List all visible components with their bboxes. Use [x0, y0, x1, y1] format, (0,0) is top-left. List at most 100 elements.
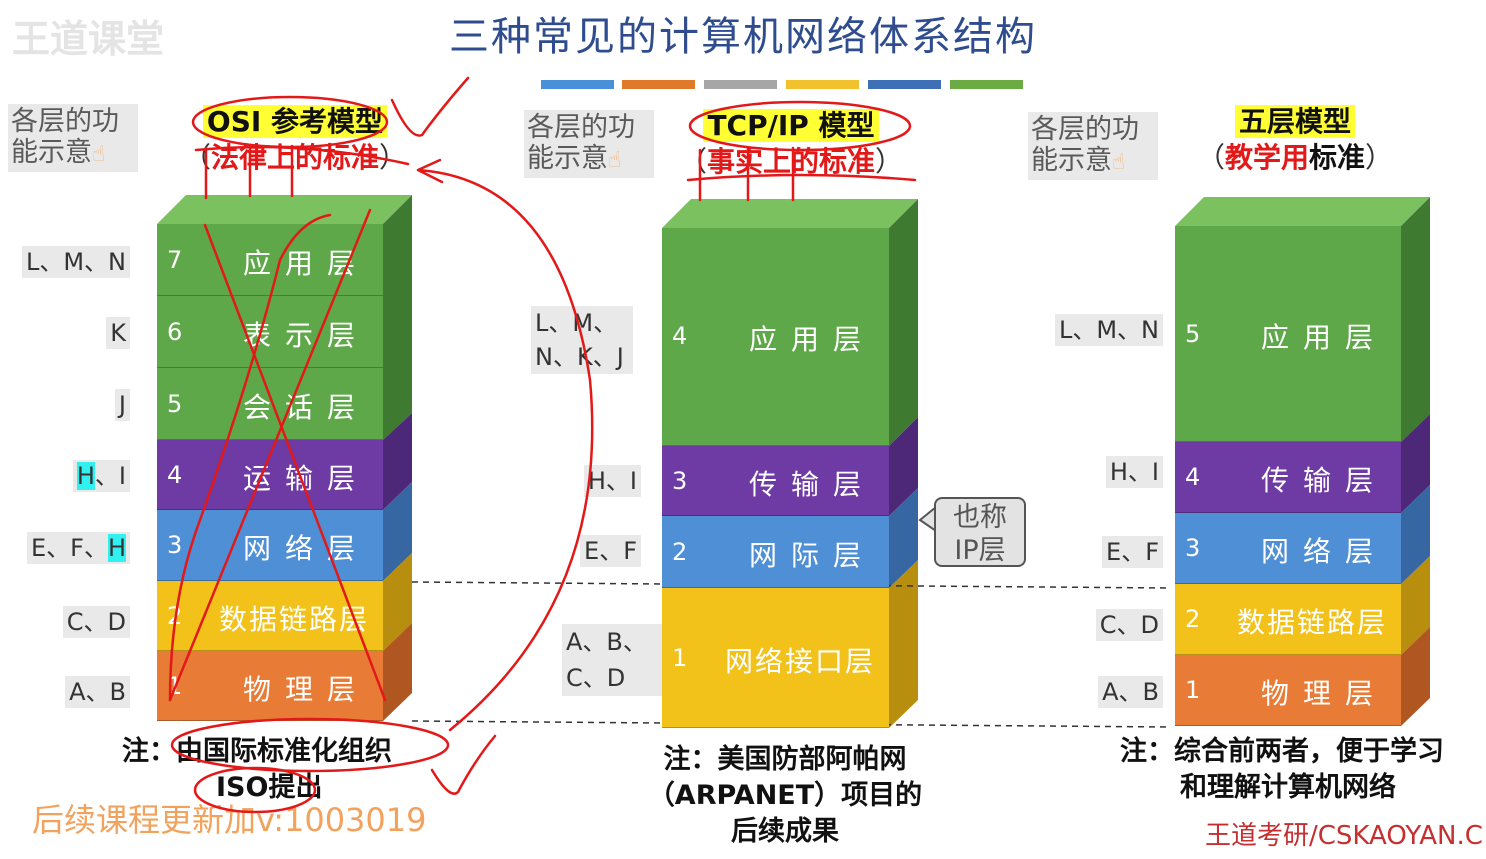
osi-layer: 5 会话层: [157, 368, 383, 440]
five-subtitle-red: 教学用: [1224, 141, 1309, 174]
layer-number: 7: [167, 246, 183, 274]
tcpip-tag: H、I: [583, 465, 641, 497]
note-line: 注：综合前两者，便于学习: [1120, 736, 1444, 767]
osi-tag: K: [106, 317, 130, 349]
osi-layer: 7 应用层: [157, 224, 383, 296]
tag-text: E、F、: [30, 534, 108, 562]
layer-name: 表示层: [242, 319, 369, 352]
tag-line: C、D: [566, 664, 626, 692]
color-strip-bar: [541, 80, 614, 89]
osi-tag: H、I: [72, 460, 130, 492]
five-top-face: [1175, 197, 1430, 226]
color-strip-bar: [622, 80, 695, 89]
osi-side-face-green: [383, 195, 412, 440]
five-side-face-blue: [1401, 485, 1430, 584]
tcpip-tag: A、B、 C、D: [562, 624, 662, 696]
callout-line: 也称: [953, 502, 1007, 533]
layer-name: 网络接口层: [724, 645, 875, 678]
note-line: （ARPANET）项目的: [647, 780, 923, 811]
layer-name: 物理层: [1260, 677, 1387, 710]
five-side-face-purple: [1401, 414, 1430, 513]
tag-text: 、I: [94, 462, 126, 490]
hint-text: 各层的功能示意: [11, 106, 119, 168]
layer-name: 应用层: [242, 247, 369, 280]
tag-line: N、K、J: [535, 343, 624, 371]
layer-name: 网络层: [242, 532, 369, 565]
callout-line: IP层: [954, 535, 1006, 566]
layer-name: 会话层: [242, 391, 369, 424]
layer-number: 1: [167, 672, 183, 700]
tcpip-side-face-yellow: [889, 560, 918, 728]
layer-number: 3: [672, 467, 688, 495]
color-strip-bar: [704, 80, 777, 89]
color-strip-bar: [950, 80, 1023, 89]
five-tag: C、D: [1095, 609, 1163, 641]
tcpip-note: 注：美国防部阿帕网 （ARPANET）项目的 后续成果: [630, 742, 940, 850]
tag-line: L、M、: [535, 309, 618, 337]
osi-tag: E、F、H: [26, 532, 130, 564]
layer-number: 5: [167, 390, 183, 418]
layer-name: 网络层: [1260, 535, 1387, 568]
layer-name: 网际层: [748, 539, 875, 572]
tcpip-side-face-blue: [889, 488, 918, 588]
tag-line: A、B、: [566, 628, 647, 656]
layer-name: 应用层: [1260, 321, 1387, 354]
layer-name: 数据链路层: [218, 603, 369, 636]
tcpip-top-face: [662, 199, 918, 228]
tcpip-side-face-purple: [889, 417, 918, 516]
five-side-face-orange: [1401, 627, 1430, 726]
five-subtitle-close: ）: [1365, 141, 1394, 174]
osi-side-face-purple: [383, 413, 412, 510]
osi-tag: J: [114, 389, 130, 421]
five-subtitle-rest: 标准: [1309, 141, 1366, 174]
osi-side-face-orange: [383, 623, 412, 721]
five-tag: L、M、N: [1054, 314, 1163, 346]
five-model-title: 五层模型 （教学用标准）: [1160, 104, 1430, 176]
layer-number: 3: [1185, 534, 1201, 562]
layer-number: 2: [1185, 605, 1201, 633]
page-title: 三种常见的计算机网络体系结构: [449, 14, 1037, 60]
osi-side-face-blue: [383, 482, 412, 581]
osi-tag: C、D: [62, 606, 130, 638]
five-tag: E、F: [1102, 536, 1163, 568]
layer-number: 3: [167, 531, 183, 559]
osi-top-face: [157, 195, 412, 224]
layer-number: 4: [1185, 463, 1201, 491]
tcpip-layer: 4 应用层: [662, 228, 889, 446]
note-line: 和理解计算机网络: [1180, 772, 1396, 803]
osi-tag: A、B: [65, 676, 130, 708]
brand-text: 王道考研/CSKAOYAN.C: [1205, 821, 1483, 851]
tcpip-layer: 1 网络接口层: [662, 588, 889, 728]
layer-number: 1: [672, 644, 688, 672]
layer-name: 应用层: [748, 323, 875, 356]
layer-number: 4: [672, 322, 688, 350]
five-note: 注：综合前两者，便于学习 和理解计算机网络: [1120, 734, 1444, 806]
five-layer: 4 传输层: [1175, 442, 1401, 513]
highlighted-tag: H: [107, 534, 126, 562]
five-function-hint: 各层的功能示意☝: [1028, 112, 1158, 180]
note-line: 后续成果: [731, 816, 839, 847]
five-title-text: 五层模型: [1234, 105, 1355, 138]
highlighted-tag: H: [76, 462, 95, 490]
osi-function-hint: 各层的功能示意☝: [8, 104, 138, 172]
tcpip-function-hint: 各层的功能示意☝: [524, 110, 654, 178]
five-layer: 3 网络层: [1175, 513, 1401, 584]
five-subtitle-open: （: [1196, 141, 1225, 174]
note-line: 注：美国防部阿帕网: [663, 744, 907, 775]
watermark: 王道课堂: [12, 17, 165, 61]
layer-number: 6: [167, 318, 183, 346]
layer-number: 4: [167, 461, 183, 489]
layer-name: 传输层: [1260, 464, 1387, 497]
osi-tag: L、M、N: [21, 246, 130, 278]
tcpip-side-face-green: [889, 199, 918, 446]
osi-layer: 6 表示层: [157, 296, 383, 368]
